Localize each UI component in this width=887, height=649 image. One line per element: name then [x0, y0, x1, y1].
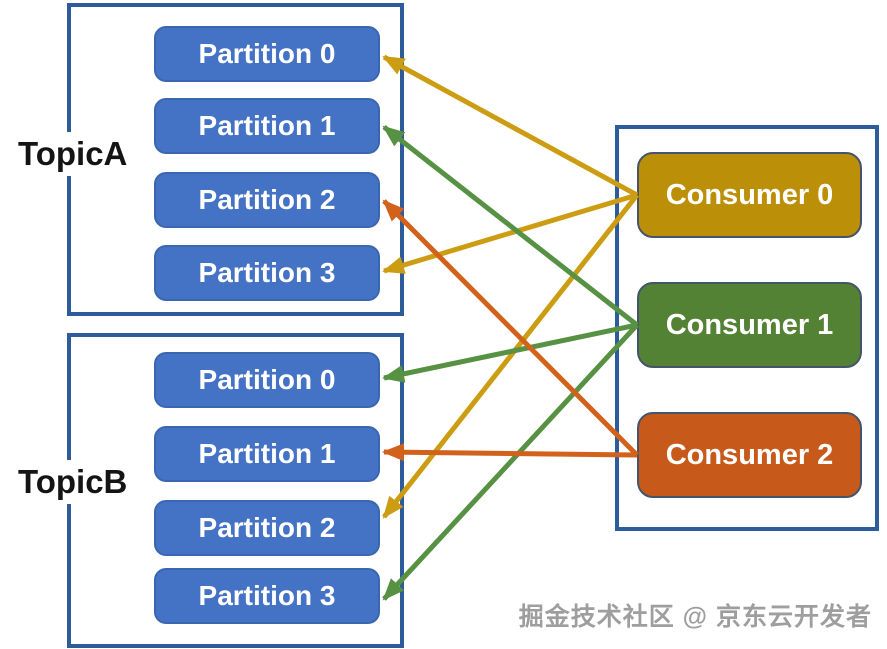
- topic-b-partition-0-label: Partition 0: [198, 364, 336, 395]
- consumer-1-label: Consumer 1: [665, 308, 834, 341]
- topic-b-partition-3: Partition 3: [154, 568, 380, 624]
- topic-a-partition-0-label: Partition 0: [198, 38, 336, 69]
- topic-b-label: TopicB: [12, 460, 134, 505]
- consumer-2-node: Consumer 2: [637, 412, 862, 498]
- topic-a-partition-1: Partition 1: [154, 98, 380, 154]
- topic-a-partition-2: Partition 2: [154, 172, 380, 228]
- topic-a-partition-0: Partition 0: [154, 26, 380, 82]
- consumer-0-node: Consumer 0: [637, 152, 862, 238]
- topic-b-partition-0: Partition 0: [154, 352, 380, 408]
- topic-b-partition-1-label: Partition 1: [198, 438, 336, 469]
- topic-a-partition-2-label: Partition 2: [198, 184, 336, 215]
- topic-a-label: TopicA: [12, 132, 134, 177]
- topic-a-partition-3: Partition 3: [154, 245, 380, 301]
- consumer-0-label: Consumer 0: [665, 178, 834, 211]
- consumer-1-node: Consumer 1: [637, 282, 862, 368]
- topic-b-partition-2: Partition 2: [154, 500, 380, 556]
- assignment-arrow-consumer0-topic0-partition0: [382, 54, 639, 198]
- topic-b-partition-2-label: Partition 2: [198, 512, 336, 543]
- assignment-arrow-consumer0-topic0-partition3: [382, 192, 638, 274]
- topic-b-partition-3-label: Partition 3: [198, 580, 336, 611]
- assignment-arrow-consumer0-topic1-partition2: [382, 193, 639, 519]
- watermark-text: 掘金技术社区 @ 京东云开发者: [518, 603, 872, 631]
- assignment-arrow-consumer2-topic0-partition2: [382, 199, 639, 457]
- assignment-arrow-consumer1-topic0-partition1: [382, 125, 639, 327]
- consumer-2-label: Consumer 2: [665, 438, 834, 471]
- topic-a-partition-1-label: Partition 1: [198, 110, 336, 141]
- topic-b-partition-1: Partition 1: [154, 426, 380, 482]
- topic-a-partition-3-label: Partition 3: [198, 257, 336, 288]
- assignment-arrow-consumer1-topic1-partition0: [382, 322, 638, 383]
- assignment-arrow-consumer1-topic1-partition3: [382, 323, 639, 601]
- assignment-arrow-consumer2-topic1-partition1: [382, 443, 638, 462]
